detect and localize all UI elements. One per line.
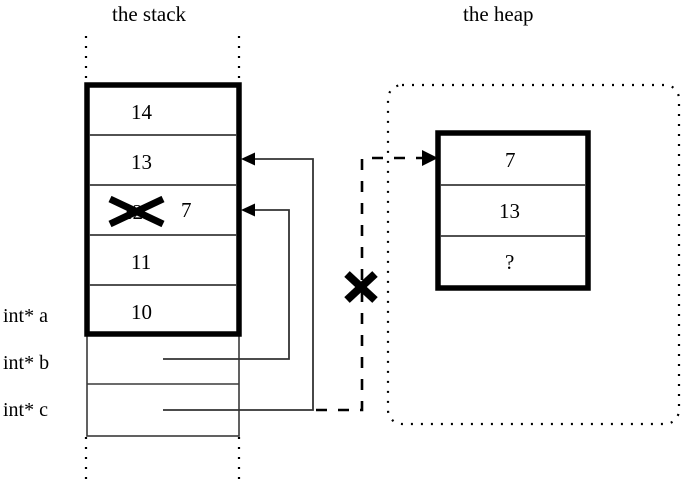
variable-label-b: int* b (3, 352, 50, 374)
stack-cell-value: 14 (131, 100, 152, 124)
stack-cell-replacement-value: 7 (181, 198, 192, 222)
heap-region-boundary (386, 83, 681, 426)
stack-title: the stack (112, 2, 187, 26)
stack-block (84, 82, 242, 337)
stack-cell-strikeout-icon (108, 195, 165, 228)
variable-label-c: int* c (3, 399, 48, 421)
heap-title: the heap (463, 2, 534, 26)
heap-cell-value: 7 (505, 148, 516, 172)
stack-dotted-guides-bottom (84, 437, 241, 486)
pointer-c-arrow (163, 152, 314, 411)
stack-cell-value-crossed-out: 12 (122, 200, 143, 224)
stack-dotted-guides-top (84, 36, 241, 85)
stack-cell-value: 10 (131, 300, 152, 324)
heap-cell-value-unknown: ? (505, 250, 515, 274)
pointer-b-arrow (163, 203, 290, 360)
stack-cell-value: 11 (131, 250, 152, 274)
stack-pointer-slots-frame (86, 332, 240, 437)
link-severed-cross-icon (344, 271, 378, 303)
stack-cell-value: 13 (131, 150, 152, 174)
dangling-heap-link-dashed (316, 150, 438, 412)
heap-cell-value: 13 (499, 199, 520, 223)
heap-block (435, 130, 591, 291)
variable-label-a: int* a (3, 305, 48, 327)
